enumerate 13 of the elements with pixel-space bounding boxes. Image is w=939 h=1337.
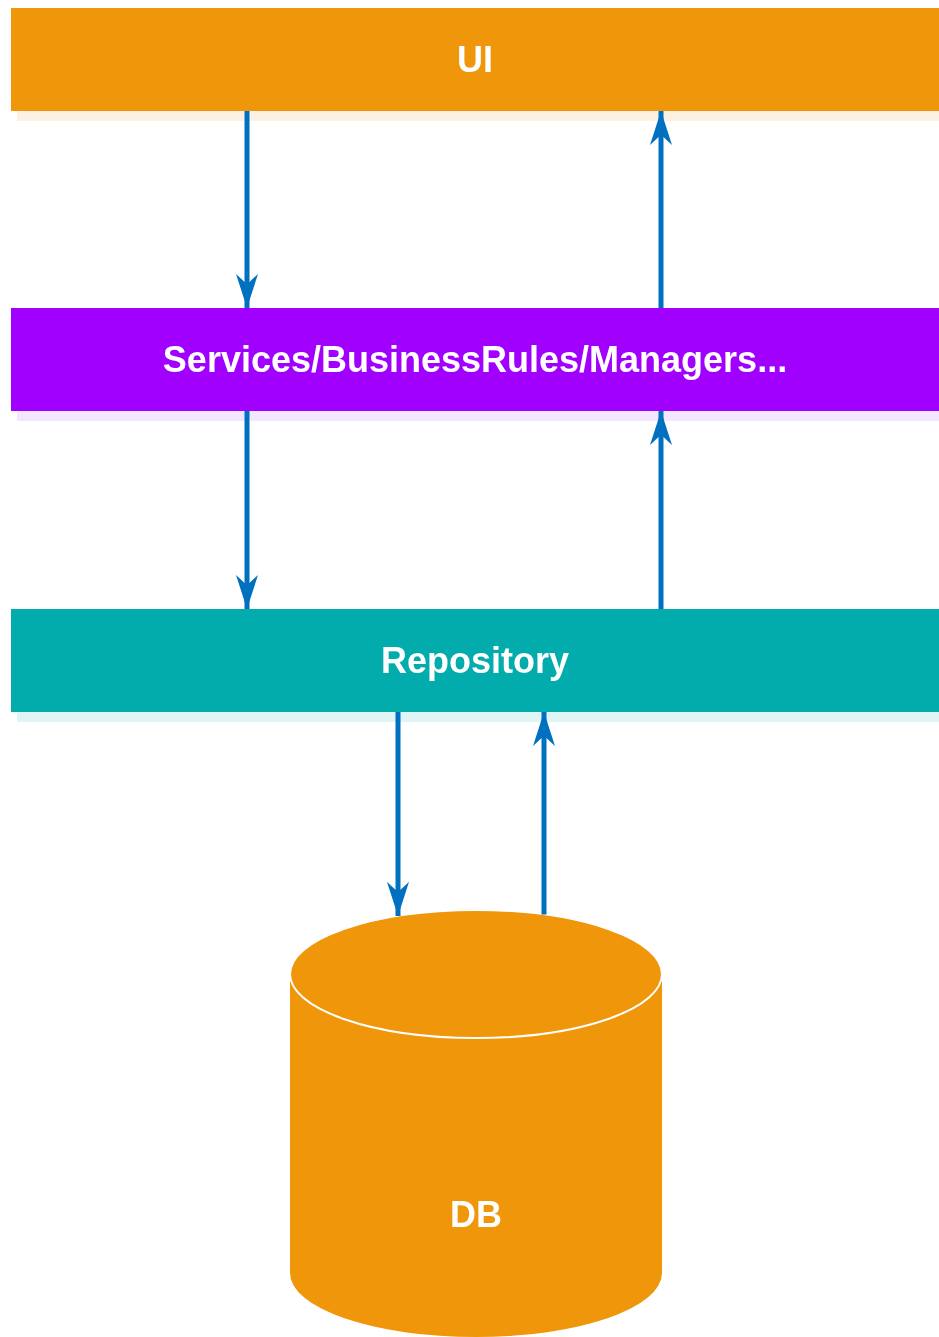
arrow bbox=[533, 712, 555, 915]
arrow bbox=[236, 111, 258, 308]
layer-label: Repository bbox=[380, 639, 569, 683]
layer-band bbox=[11, 609, 939, 712]
layer-band bbox=[11, 8, 939, 111]
layer-label: Services/BusinessRules/Managers... bbox=[162, 338, 788, 382]
arrow bbox=[650, 111, 672, 308]
layer-label: UI bbox=[457, 38, 493, 82]
arrow bbox=[650, 411, 672, 609]
layer-label: DB bbox=[450, 1193, 502, 1237]
arrow bbox=[387, 712, 409, 916]
layer-band bbox=[11, 308, 939, 411]
arrow bbox=[236, 411, 258, 609]
